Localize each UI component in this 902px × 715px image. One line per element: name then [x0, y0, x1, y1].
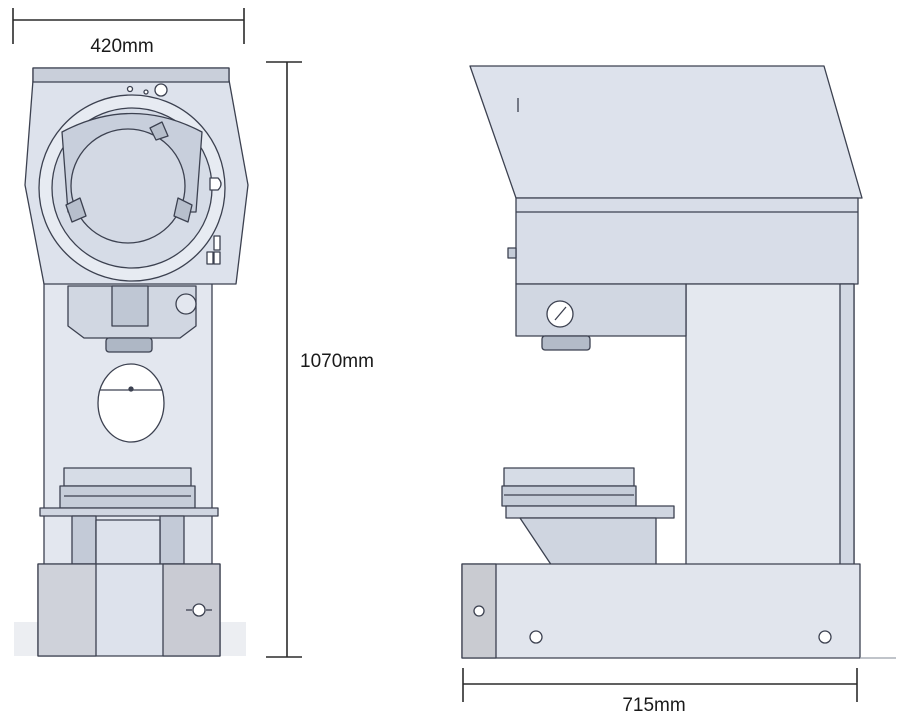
front-stage-leg-left	[71, 515, 97, 565]
front-screen-clip-top	[149, 121, 169, 141]
front-screen-clip-left	[65, 197, 87, 223]
front-top-screw-2	[143, 89, 149, 95]
front-side-knob	[209, 177, 222, 191]
front-stage-center	[95, 519, 161, 565]
side-head-pin	[507, 247, 517, 259]
front-stage-plate	[59, 485, 196, 509]
front-window-dot	[128, 386, 134, 392]
side-base-hole-right	[818, 630, 832, 644]
side-lens-turret	[541, 335, 591, 351]
side-view	[461, 65, 896, 659]
front-column-window	[97, 363, 165, 443]
front-stage-bracket	[39, 507, 219, 517]
front-lens-turret	[105, 337, 153, 353]
side-stage-plate	[501, 485, 637, 507]
side-lens-module	[515, 283, 687, 337]
front-top-screw	[126, 85, 134, 93]
front-stage-top	[63, 467, 192, 487]
side-column	[685, 283, 855, 567]
front-head-top-cap	[32, 67, 230, 83]
side-stage-arm	[505, 505, 675, 519]
dimension-lines	[12, 8, 858, 702]
front-base-knob	[192, 603, 206, 617]
width-label: 420mm	[90, 36, 153, 57]
side-lens-dial-needle	[554, 306, 567, 321]
side-base-knob	[473, 605, 485, 617]
height-label: 1070mm	[300, 351, 374, 372]
front-view	[14, 67, 249, 657]
front-stage-leg-right	[159, 515, 185, 565]
front-lens-knob	[175, 293, 197, 315]
side-stage-top	[503, 467, 635, 487]
side-base-hole-left	[529, 630, 543, 644]
front-control-switch-2	[206, 251, 214, 265]
side-head-body	[515, 197, 859, 285]
front-control-switch-1	[213, 235, 221, 251]
front-lens-mount	[111, 285, 149, 327]
side-hood	[469, 65, 863, 199]
front-screen-clip-right	[173, 197, 193, 223]
front-screen-lens	[70, 128, 186, 244]
front-control-switch-3	[213, 251, 221, 265]
side-stage-support	[519, 517, 657, 567]
side-column-right-edge	[839, 283, 855, 567]
front-top-knob	[154, 83, 168, 97]
depth-label: 715mm	[622, 695, 685, 715]
front-base-left-panel	[37, 563, 97, 657]
side-base	[461, 563, 861, 659]
